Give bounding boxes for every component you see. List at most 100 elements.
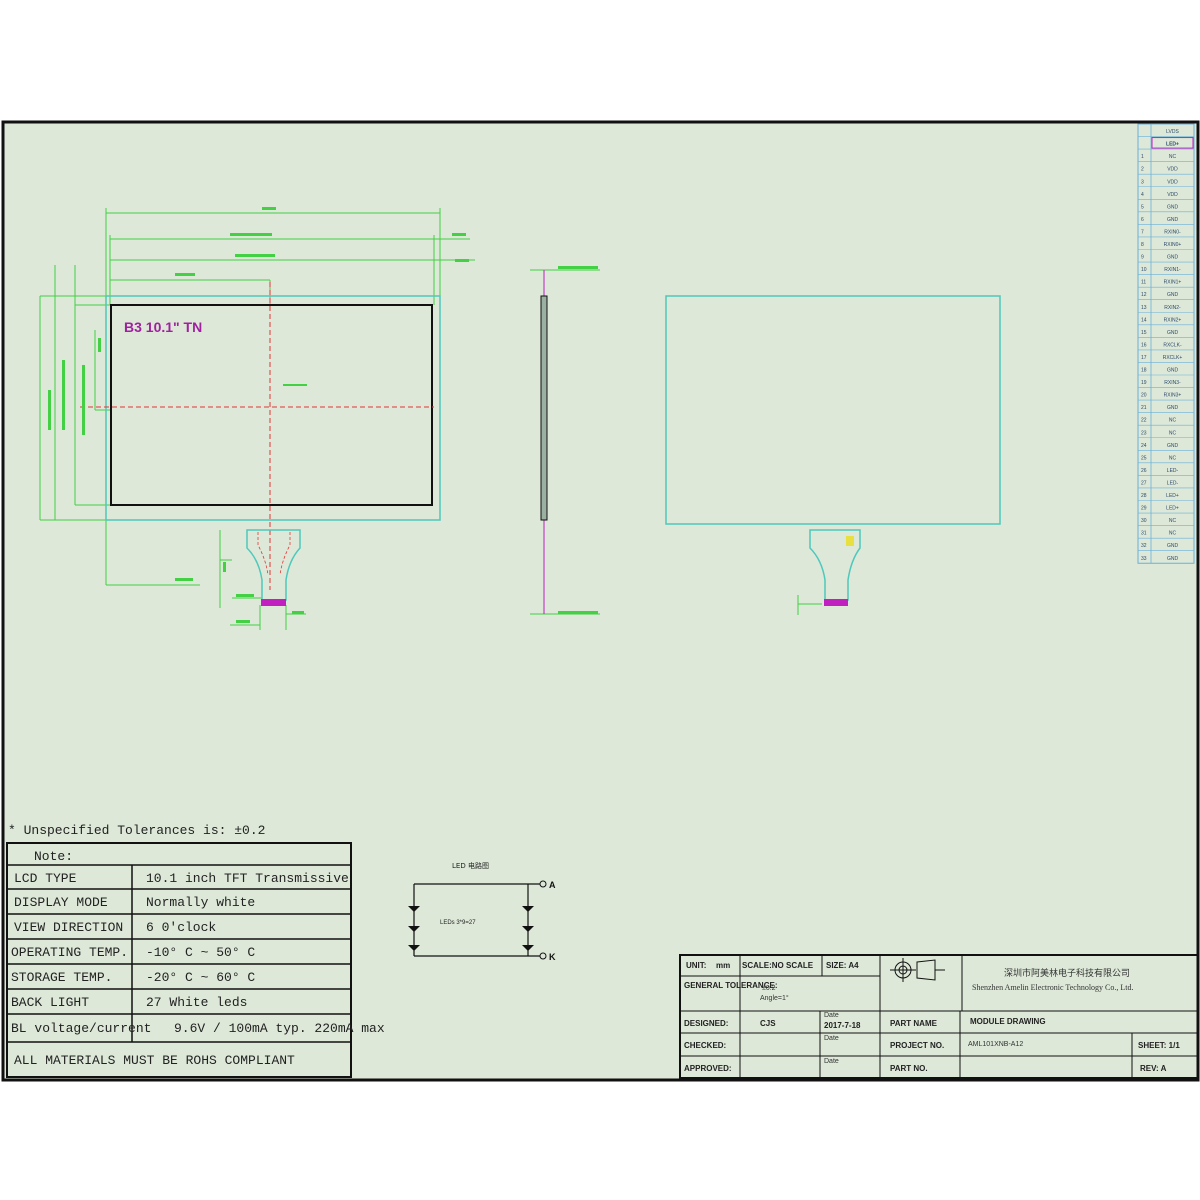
note-value-bl-voltage: 9.6V / 100mA typ. 220mA max <box>174 1021 385 1036</box>
pin-signal-label: GND <box>1167 556 1179 562</box>
pin-signal-label: RXIN1+ <box>1164 280 1182 286</box>
pin-signal-label: GND <box>1167 292 1179 298</box>
pin-number: 18 <box>1141 368 1147 374</box>
side-view <box>530 266 600 615</box>
pin-number: 3 <box>1141 179 1144 185</box>
pin-signal-label: RXIN2- <box>1164 305 1181 311</box>
designed-date-label: Date <box>824 1012 839 1019</box>
title-block: UNIT: mm SCALE:NO SCALE SIZE: A4 GENERAL… <box>679 954 1199 1079</box>
pin-number: 31 <box>1141 531 1147 537</box>
note-label-view-direction: VIEW DIRECTION <box>14 920 123 935</box>
general-tolerance-label: GENERAL TOLERANCE: <box>684 981 778 990</box>
note-label-display-mode: DISPLAY MODE <box>14 895 108 910</box>
note-label-bl-voltage: BL voltage/current <box>11 1021 151 1036</box>
pin-signal-label: GND <box>1167 543 1179 549</box>
circuit-title: LED 电路图 <box>452 861 489 870</box>
pin-number: 27 <box>1141 480 1147 486</box>
pin-number: 21 <box>1141 405 1147 411</box>
designed-value: CJS <box>760 1019 776 1028</box>
pin-number: 12 <box>1141 292 1147 298</box>
pin-number: 29 <box>1141 506 1147 512</box>
pin-number: 16 <box>1141 342 1147 348</box>
pin-number: 1 <box>1141 154 1144 160</box>
part-name-label: PART NAME <box>890 1019 938 1028</box>
pin-signal-label: VDD <box>1167 167 1178 173</box>
note-label-storage-temp: STORAGE TEMP. <box>11 970 112 985</box>
pin-signal-label: LED- <box>1167 480 1179 486</box>
cathode-label: K <box>549 952 556 962</box>
drawing-paper <box>1 120 1200 1082</box>
pin-signal-label: GND <box>1167 405 1179 411</box>
company-name-cn: 深圳市阿美林电子科技有限公司 <box>1004 967 1130 979</box>
pin-signal-label: RXCLK+ <box>1163 355 1183 361</box>
pin-number: 15 <box>1141 330 1147 336</box>
notes-table: Note: LCD TYPE 10.1 inch TFT Transmissiv… <box>6 842 385 1078</box>
pin-table-frame <box>1137 123 1195 564</box>
pin-signal-label: NC <box>1169 455 1177 461</box>
pin-signal-label: LED+ <box>1166 493 1179 499</box>
pin-signal-label: GND <box>1167 204 1179 210</box>
pin-signal-label: RXIN0+ <box>1164 242 1182 248</box>
pin-signal-label: GND <box>1167 368 1179 374</box>
note-label-back-light: BACK LIGHT <box>11 995 89 1010</box>
pin-signal-label: RXIN0- <box>1164 229 1181 235</box>
pin-signal-label: LED+ <box>1166 142 1179 148</box>
pin-signal-label: VDD <box>1167 179 1178 185</box>
led-count-label: LEDs 3*9=27 <box>440 920 476 926</box>
unit-value: mm <box>716 961 730 970</box>
pin-signal-label: RXIN3+ <box>1164 393 1182 399</box>
project-no-label: PROJECT NO. <box>890 1041 944 1050</box>
pin-number: 10 <box>1141 267 1147 273</box>
size-label: SIZE: A4 <box>826 961 859 970</box>
checked-date-label: Date <box>824 1035 839 1042</box>
pin-number: 13 <box>1141 305 1147 311</box>
pin-signal-label: NC <box>1169 418 1177 424</box>
rear-fpc-marker <box>846 536 854 546</box>
note-value-view-direction: 6 0'clock <box>146 920 216 935</box>
pin-number: 14 <box>1141 317 1147 323</box>
general-tolerance-value: ±0.2 <box>762 985 776 992</box>
pin-number: 33 <box>1141 556 1147 562</box>
rear-fpc-contacts <box>824 599 848 606</box>
pin-signal-label: RXIN3- <box>1164 380 1181 386</box>
pin-number: 20 <box>1141 393 1147 399</box>
designed-label: DESIGNED: <box>684 1019 728 1028</box>
anode-label: A <box>549 880 556 890</box>
pin-number: 5 <box>1141 204 1144 210</box>
scale-label: SCALE:NO SCALE <box>742 961 814 970</box>
note-label-operating-temp: OPERATING TEMP. <box>11 945 128 960</box>
project-no-value: AML101XNB-A12 <box>968 1041 1023 1048</box>
pin-number: 9 <box>1141 255 1144 261</box>
approved-date-label: Date <box>824 1058 839 1065</box>
pin-number: 24 <box>1141 443 1147 449</box>
notes-header: Note: <box>34 849 73 864</box>
pin-number: 26 <box>1141 468 1147 474</box>
company-name-en: Shenzhen Amelin Electronic Technology Co… <box>972 983 1133 992</box>
pin-number: 6 <box>1141 217 1144 223</box>
anode-terminal <box>539 880 547 888</box>
note-value-back-light: 27 White leds <box>146 995 247 1010</box>
pin-signal-label: GND <box>1167 330 1179 336</box>
rev-label: REV: A <box>1140 1064 1167 1073</box>
notes-footer: ALL MATERIALS MUST BE ROHS COMPLIANT <box>14 1053 295 1068</box>
pin-signal-label: NC <box>1169 518 1177 524</box>
tolerance-note: * Unspecified Tolerances is: ±0.2 <box>8 823 265 838</box>
checked-label: CHECKED: <box>684 1041 726 1050</box>
pin-number: 7 <box>1141 229 1144 235</box>
fpc-inner <box>257 532 291 576</box>
pin-number: 4 <box>1141 192 1144 198</box>
note-value-lcd-type: 10.1 inch TFT Transmissive <box>146 871 349 886</box>
side-panel-body <box>540 295 548 521</box>
pin-signal-label: LED- <box>1167 468 1179 474</box>
pin-signal-label: NC <box>1169 154 1177 160</box>
pin-number: 11 <box>1141 280 1146 286</box>
pin-signal-label: GND <box>1167 255 1179 261</box>
pin-signal-label: GND <box>1167 217 1179 223</box>
pin-number: 23 <box>1141 430 1147 436</box>
part-name-value: MODULE DRAWING <box>970 1017 1046 1026</box>
note-label-lcd-type: LCD TYPE <box>14 871 77 886</box>
pin-signal-label: GND <box>1167 443 1179 449</box>
pin-signal-label: LVDS <box>1166 129 1179 135</box>
pin-number: 30 <box>1141 518 1147 524</box>
